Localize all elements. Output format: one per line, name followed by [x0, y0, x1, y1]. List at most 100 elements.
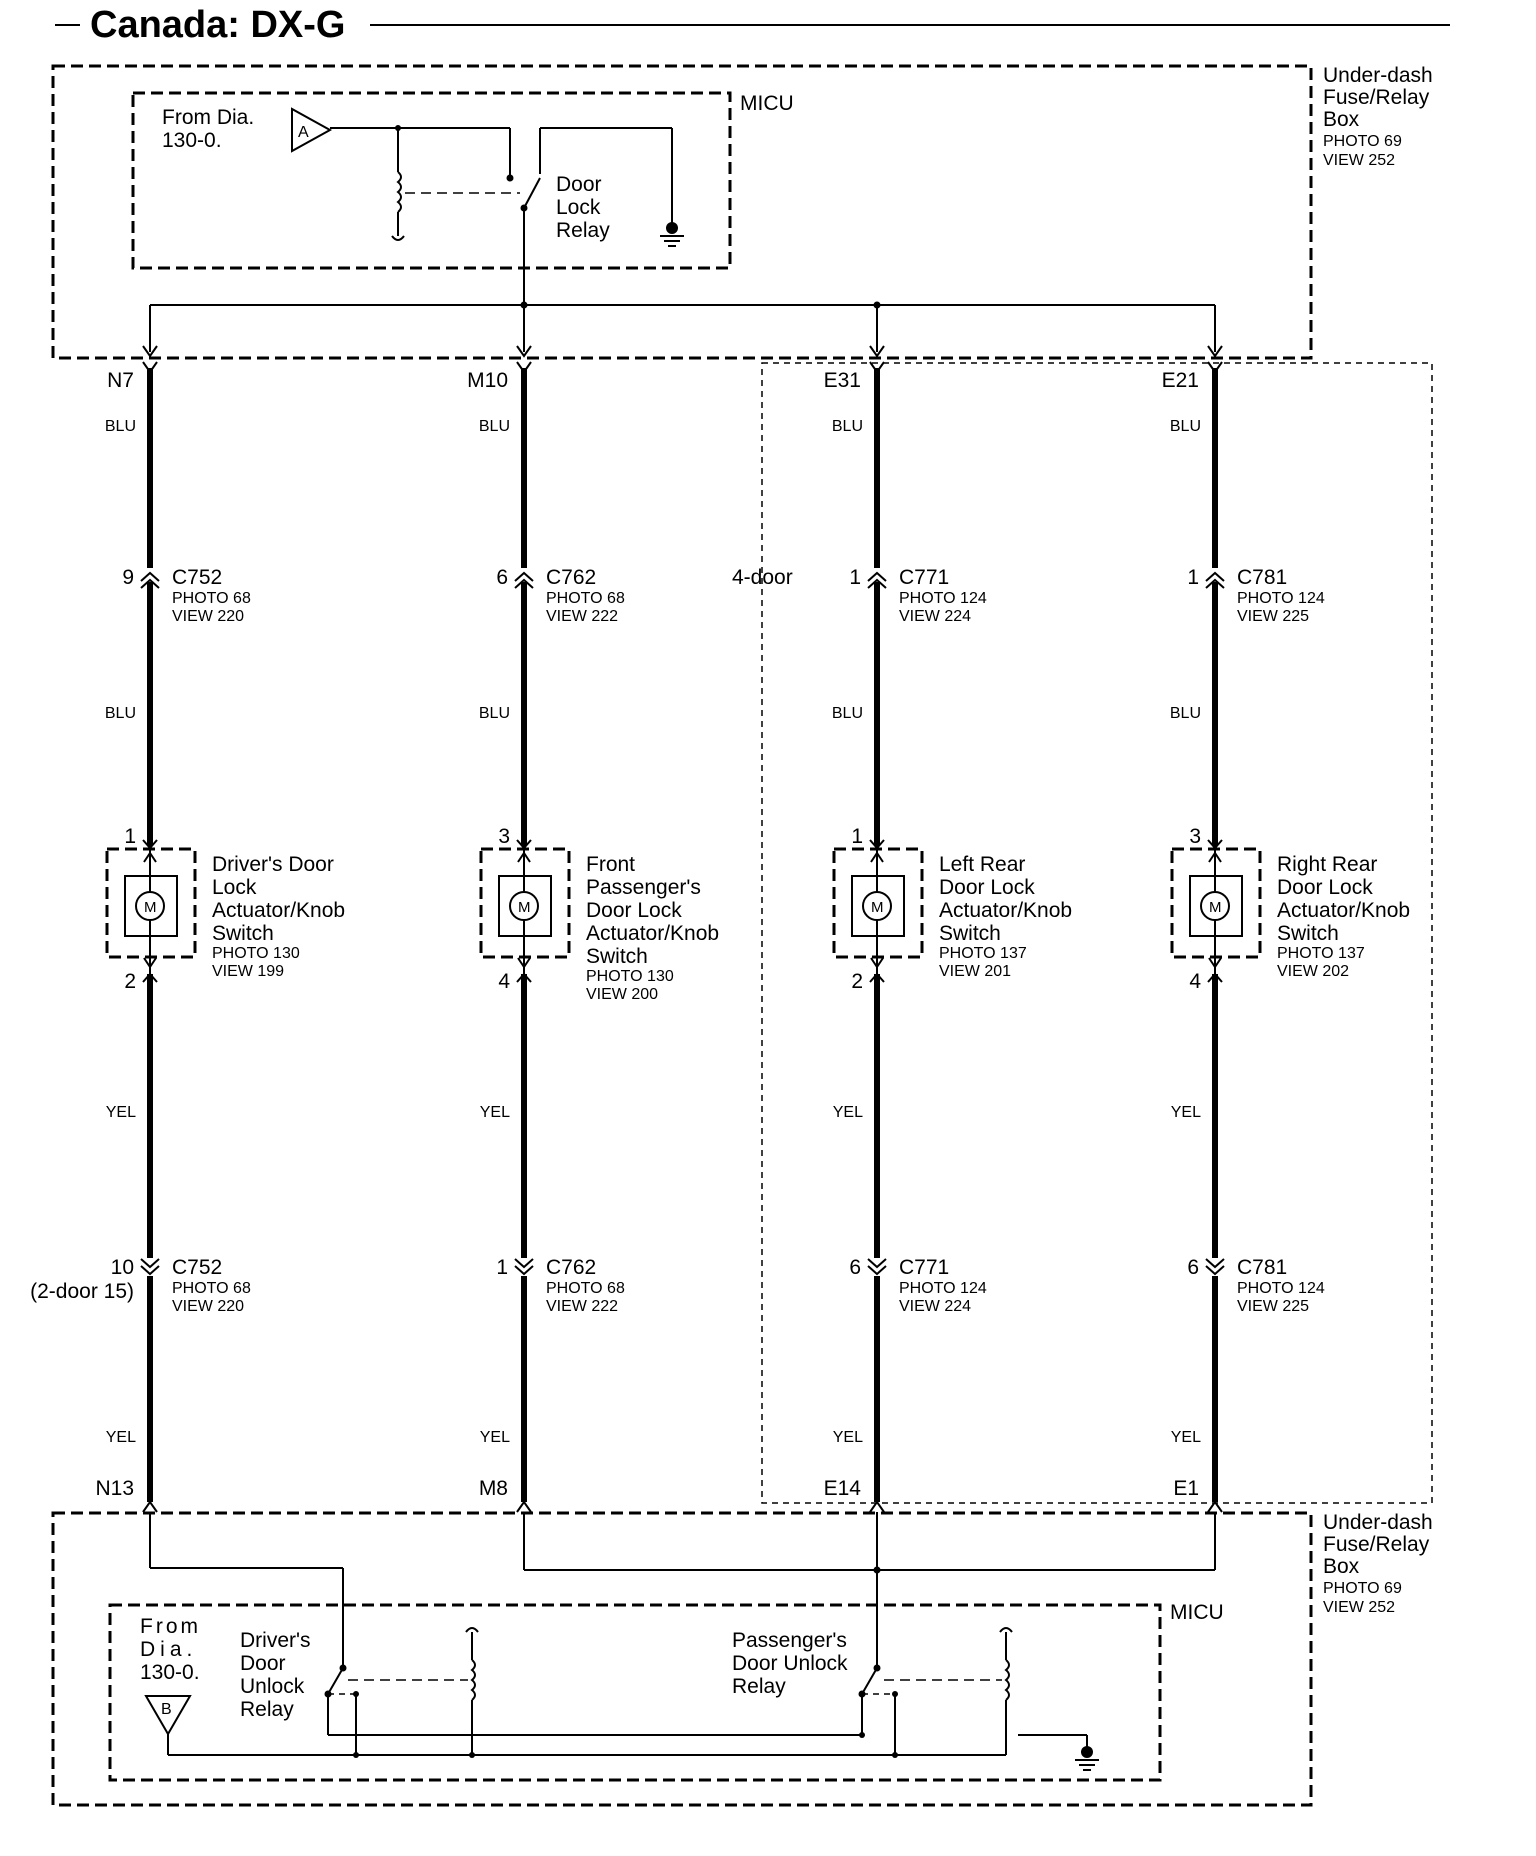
actuator-label: Switch: [586, 945, 648, 968]
actuator-label: Left Rear: [939, 853, 1025, 876]
connector-icon: [1205, 571, 1225, 589]
actuator-label: Door Lock: [939, 876, 1035, 899]
actuator-label: Passenger's: [586, 876, 701, 899]
actuator-label: Switch: [1277, 922, 1339, 945]
upper-connector-photo: PHOTO 68: [172, 590, 251, 607]
upper-connector-label: C781: [1237, 566, 1287, 589]
connector-a-label: A: [298, 124, 309, 141]
four-door-region: [761, 362, 1433, 1504]
wire-color-label: BLU: [479, 705, 510, 722]
upper-connector-label: C752: [172, 566, 222, 589]
actuator-photo: PHOTO 137: [939, 945, 1027, 962]
top-terminal-label: M10: [467, 369, 508, 392]
terminal-fork-icon: [142, 361, 158, 374]
connector-icon: [514, 571, 534, 589]
top-box-name-1: Under-dash: [1323, 64, 1433, 87]
wire-color-label: BLU: [479, 418, 510, 435]
bottom-box-photo: PHOTO 69: [1323, 1580, 1402, 1597]
terminal-arrow-icon: [869, 345, 885, 358]
top-micu-label: MICU: [740, 92, 794, 115]
page-title: Canada: DX-G: [90, 4, 345, 46]
bottom-box-name-3: Box: [1323, 1555, 1360, 1578]
upper-pin-label: 1: [849, 566, 861, 589]
door-lock-relay-2: Lock: [556, 196, 601, 219]
wire-color-label: YEL: [106, 1429, 136, 1446]
top-terminal-label: E31: [824, 369, 861, 392]
door-lock-relay-3: Relay: [556, 219, 610, 242]
upper-pin-label: 9: [122, 566, 134, 589]
upper-connector-photo: PHOTO 124: [1237, 590, 1325, 607]
wire-color-label: YEL: [833, 1429, 863, 1446]
actuator-label: Right Rear: [1277, 853, 1377, 876]
lower-connector-photo: PHOTO 68: [172, 1280, 251, 1297]
motor-label: M: [871, 899, 884, 916]
upper-connector-label: C762: [546, 566, 596, 589]
upper-pin-label: 1: [1187, 566, 1199, 589]
actuator-pin-bottom: 4: [1189, 970, 1201, 993]
terminal-arrow-icon: [516, 345, 532, 358]
connector-icon: [140, 1258, 160, 1276]
terminal-fork-icon: [516, 361, 532, 374]
actuator-label: Driver's Door: [212, 853, 334, 876]
upper-pin-label: 6: [496, 566, 508, 589]
passenger-relay-2: Door Unlock: [732, 1652, 848, 1675]
top-box-name-3: Box: [1323, 108, 1360, 131]
lower-pin-label: 1: [496, 1256, 508, 1279]
bottom-terminal-label: E14: [824, 1477, 862, 1500]
lower-connector-label: C752: [172, 1256, 222, 1279]
driver-relay-coil-icon: [470, 1659, 476, 1701]
actuator-pin-top: 1: [124, 825, 136, 848]
wire-color-label: BLU: [1170, 418, 1201, 435]
upper-connector-view: VIEW 225: [1237, 608, 1309, 625]
lower-connector-label: C781: [1237, 1256, 1287, 1279]
upper-connector-label: C771: [899, 566, 949, 589]
actuator-pin-top: 3: [498, 825, 510, 848]
door-lock-relay-1: Door: [556, 173, 602, 196]
passenger-relay-3: Relay: [732, 1675, 786, 1698]
upper-connector-photo: PHOTO 68: [546, 590, 625, 607]
top-terminal-label: E21: [1162, 369, 1199, 392]
actuator-view: VIEW 200: [586, 986, 658, 1003]
terminal-fork-icon: [1207, 1500, 1223, 1513]
wire-color-label: YEL: [480, 1429, 510, 1446]
lower-pin-label: 10: [111, 1256, 134, 1279]
lower-connector-photo: PHOTO 124: [1237, 1280, 1325, 1297]
bottom-from-dia-2: Dia.: [140, 1638, 197, 1661]
bottom-ground-icon: [1081, 1746, 1093, 1758]
actuator-pin-bottom: 4: [498, 970, 510, 993]
actuator-label: Actuator/Knob: [1277, 899, 1410, 922]
actuator-label: Front: [586, 853, 635, 876]
wire-color-label: BLU: [832, 418, 863, 435]
driver-relay-3: Unlock: [240, 1675, 305, 1698]
actuator-photo: PHOTO 130: [586, 968, 674, 985]
top-box-view: VIEW 252: [1323, 152, 1395, 169]
top-fuse-relay-box: [51, 64, 1313, 360]
upper-connector-view: VIEW 222: [546, 608, 618, 625]
terminal-fork-icon: [1207, 361, 1223, 374]
actuator-label: Switch: [212, 922, 274, 945]
top-terminal-label: N7: [107, 369, 134, 392]
bottom-from-dia-3: 130-0.: [140, 1661, 200, 1684]
actuator-pin-bottom: 2: [124, 970, 136, 993]
wire-color-label: YEL: [480, 1104, 510, 1121]
wire-color-label: YEL: [1171, 1429, 1201, 1446]
passenger-relay-coil-icon: [1004, 1659, 1010, 1701]
bottom-micu-box: [108, 1603, 1162, 1782]
relay-switch-icon: [523, 177, 541, 209]
wire-color-label: BLU: [832, 705, 863, 722]
actuator-label: Switch: [939, 922, 1001, 945]
actuator-label: Lock: [212, 876, 257, 899]
bottom-terminal-label: M8: [479, 1477, 508, 1500]
motor-label: M: [1209, 899, 1222, 916]
lower-connector-photo: PHOTO 68: [546, 1280, 625, 1297]
lower-connector-view: VIEW 224: [899, 1298, 971, 1315]
driver-relay-switch-icon: [327, 1667, 344, 1695]
actuator-pin-top: 1: [851, 825, 863, 848]
actuator-label: Actuator/Knob: [939, 899, 1072, 922]
driver-relay-4: Relay: [240, 1698, 294, 1721]
terminal-fork-icon: [869, 361, 885, 374]
actuator-view: VIEW 202: [1277, 963, 1349, 980]
connector-icon: [867, 1258, 887, 1276]
